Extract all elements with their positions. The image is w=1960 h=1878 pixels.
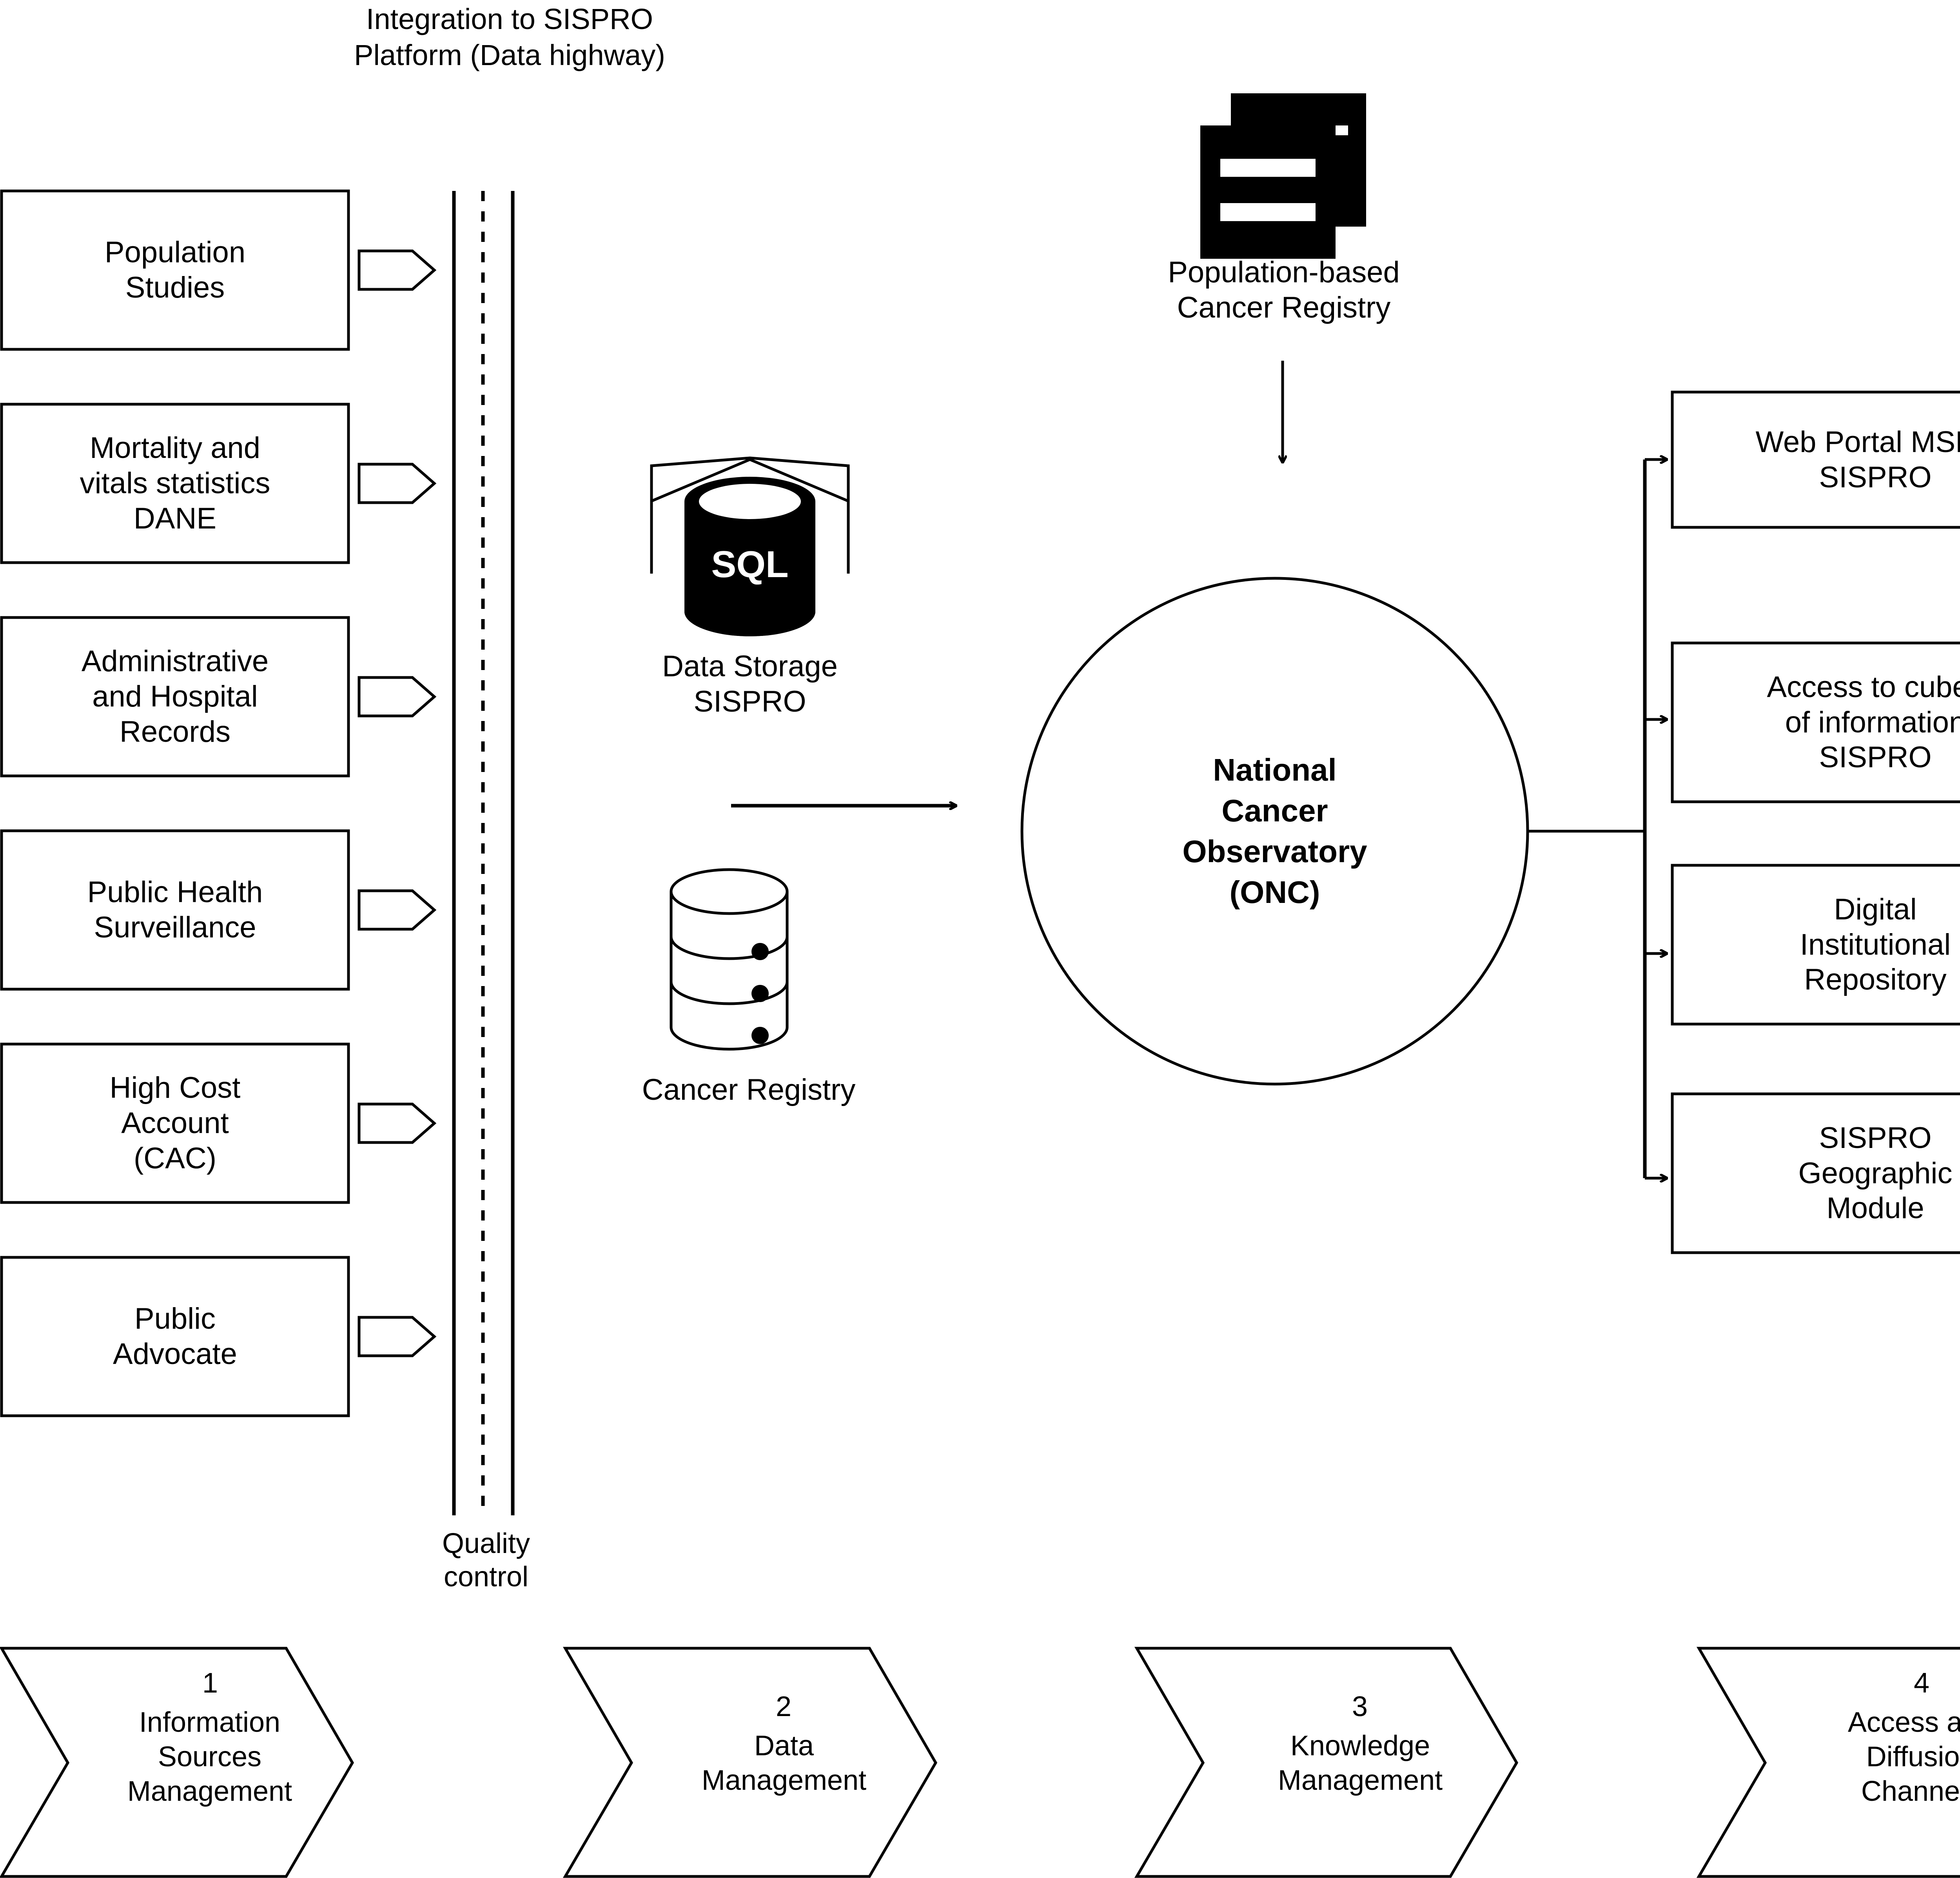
feed-arrow-1 [358, 463, 437, 504]
stage-number-2: 3 [1352, 1691, 1368, 1722]
source-box-label-3: Public Health Surveillance [87, 875, 263, 944]
sql-badge-text: SQL [711, 543, 788, 585]
feed-arrow-0 [358, 249, 437, 291]
output-box-rect-1[interactable] [1671, 641, 1960, 803]
feed-arrow-4 [358, 1102, 437, 1144]
data-storage-caption: Data Storage SISPRO [662, 650, 838, 718]
cancer-registry-caption: Cancer Registry [642, 1073, 856, 1106]
sql-cylinder-bottom-icon [684, 587, 815, 636]
warehouse-roof-icon [651, 458, 849, 503]
output-box-rect-0[interactable] [1671, 390, 1960, 529]
source-box-rect-1[interactable] [0, 403, 350, 564]
source-box-label-2: Administrative and Hospital Records [81, 645, 269, 748]
stage-label-2: Knowledge Management [1278, 1730, 1443, 1796]
source-box-label-1: Mortality and vitals statistics DANE [80, 431, 270, 535]
db-cylinder-outline-icon [670, 868, 789, 1051]
source-box-rect-0[interactable] [0, 189, 350, 351]
doc-line-1-icon [1220, 159, 1316, 177]
source-box-label-0: Population Studies [104, 236, 246, 304]
doc-front-icon [1200, 125, 1336, 259]
db-dot-1-icon [751, 943, 769, 960]
quality-control-label: Quality control [442, 1528, 530, 1593]
stage-chevron-3[interactable] [1696, 1647, 1960, 1878]
db-dot-3-icon [751, 1027, 769, 1044]
doc-notch-icon [1336, 125, 1348, 135]
doc-line-2-icon [1220, 203, 1316, 221]
feed-arrow-2 [358, 676, 437, 717]
stage-label-0: Information Sources Management [127, 1707, 292, 1807]
source-box-rect-2[interactable] [0, 616, 350, 777]
sql-cylinder-top-icon [699, 484, 801, 519]
db-dot-2-icon [751, 985, 769, 1002]
db-tier-line-2-icon [670, 936, 789, 960]
source-box-label-5: Public Advocate [113, 1302, 237, 1371]
source-box-rect-4[interactable] [0, 1043, 350, 1204]
output-box-rect-3[interactable] [1671, 1092, 1960, 1254]
source-box-rect-3[interactable] [0, 829, 350, 991]
stage-chevron-1[interactable] [563, 1647, 938, 1878]
source-box-rect-5[interactable] [0, 1256, 350, 1417]
page-title: Integration to SISPRO Platform (Data hig… [354, 2, 665, 72]
population-registry-caption: Population-based Cancer Registry [1168, 256, 1400, 324]
db-tier-line-3-icon [670, 981, 789, 1005]
output-box-label-2: Digital Institutional Repository [1800, 892, 1951, 997]
stage-label-3: Access and Diffusion Channels [1847, 1707, 1960, 1807]
feed-arrow-5 [358, 1316, 437, 1357]
stage-number-0: 1 [202, 1667, 218, 1699]
stage-label-1: Data Management [701, 1730, 867, 1796]
db-tier-line-1-icon [670, 891, 789, 915]
output-box-label-3: SISPRO Geographic Module [1798, 1121, 1953, 1225]
stage-chevron-0[interactable] [0, 1647, 354, 1878]
output-box-label-0: Web Portal MSPS SISPRO [1755, 425, 1960, 494]
feed-arrow-3 [358, 889, 437, 931]
hub-label: National Cancer Observatory (ONC) [1182, 752, 1367, 910]
warehouse-outline-icon [650, 456, 850, 574]
stage-number-1: 2 [775, 1691, 792, 1722]
source-box-label-4: High Cost Account (CAC) [109, 1071, 241, 1175]
output-box-label-1: Access to cubes of information SISPRO [1767, 670, 1960, 774]
output-box-rect-2[interactable] [1671, 864, 1960, 1026]
stage-number-3: 4 [1913, 1667, 1930, 1699]
stage-chevron-2[interactable] [1134, 1647, 1519, 1878]
